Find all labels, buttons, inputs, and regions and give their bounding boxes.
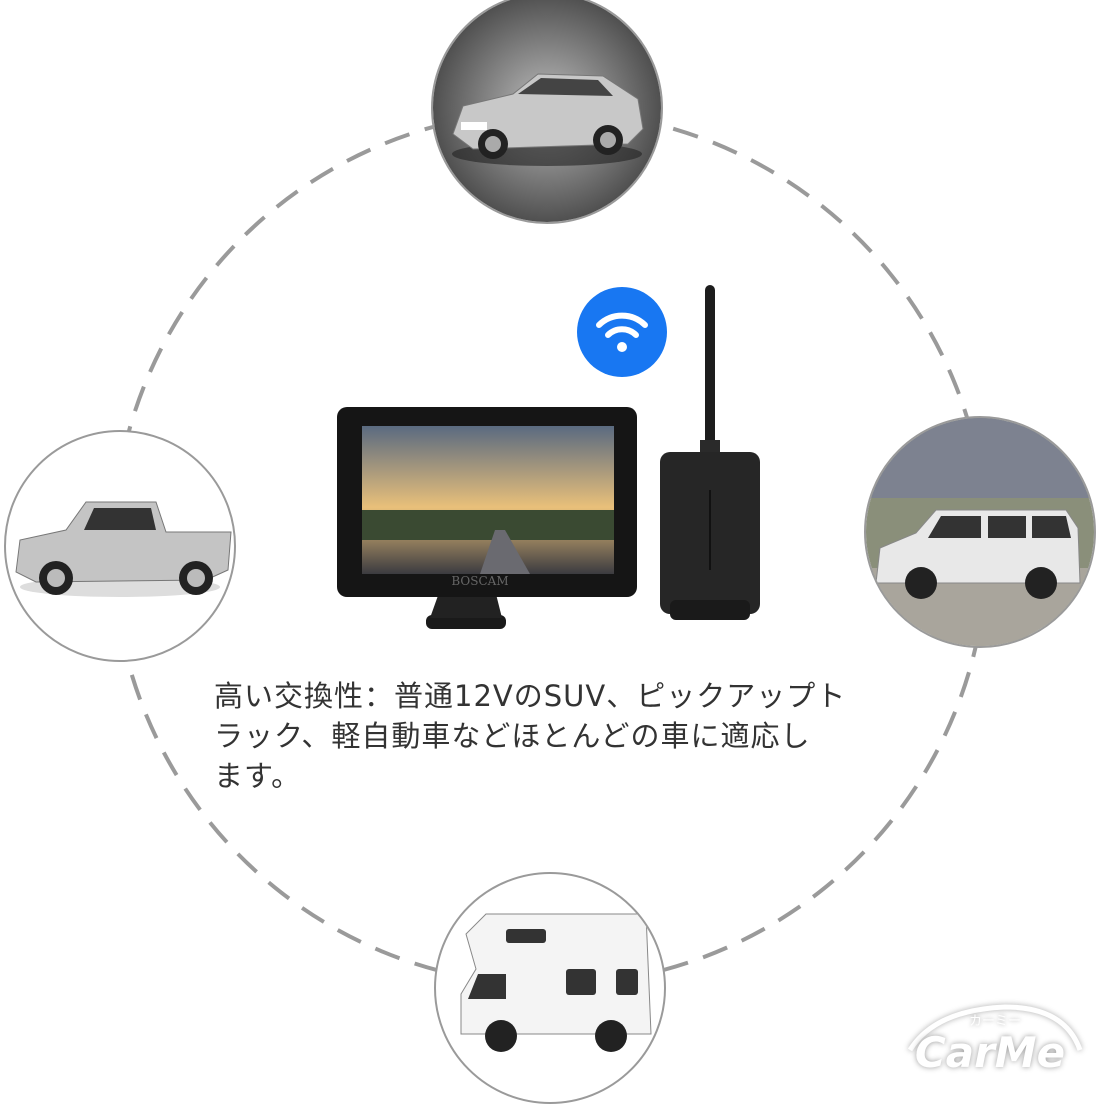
compatibility-caption: 高い交換性：普通12VのSUV、ピックアップト ラック、軽自動車などほとんどの車…	[214, 676, 914, 796]
motorhome-image	[460, 913, 652, 1052]
motorhome-bubble	[434, 872, 666, 1104]
caption-line: ます。	[214, 759, 302, 793]
sedan-image	[433, 0, 661, 222]
pickup-image	[15, 501, 232, 597]
monitor-and-transmitter: BOSCAM	[337, 285, 760, 629]
carme-logo: カーミー CarMe	[907, 1004, 1083, 1077]
wifi-icon	[577, 287, 667, 377]
monitor-brand: BOSCAM	[451, 574, 508, 588]
van-bubble	[864, 416, 1096, 648]
caption-line: ラック、軽自動車などほとんどの車に適応し	[214, 719, 811, 753]
svg-text:カーミー: カーミー	[969, 1014, 1021, 1029]
pickup-bubble	[4, 430, 236, 662]
sedan-bubble	[431, 0, 663, 224]
caption-line: 高い交換性：普通12VのSUV、ピックアップト	[214, 679, 847, 713]
van-image	[866, 418, 1094, 646]
svg-text:CarMe: CarMe	[915, 1028, 1065, 1077]
